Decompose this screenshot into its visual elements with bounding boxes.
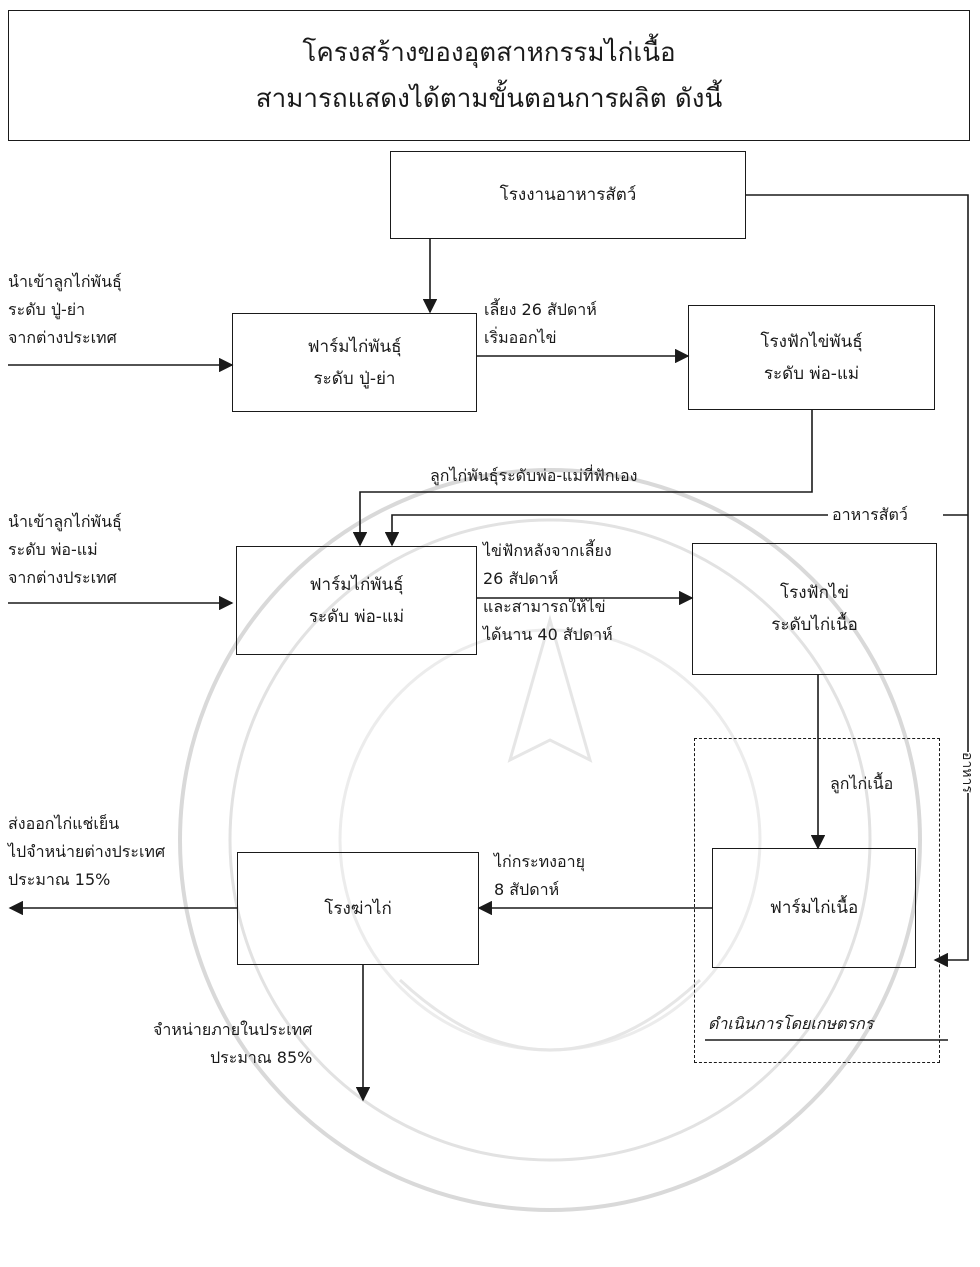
broiler-hatchery-line-1: โรงฟักไข่ [779, 583, 850, 603]
own-ps-chicks-text: ลูกไก่พันธุ์ระดับพ่อ-แม่ที่ฟักเอง [430, 466, 638, 485]
box-broiler-hatchery: โรงฟักไข่ ระดับไก่เนื้อ [692, 543, 937, 675]
label-broiler-to-slaughter: ไก่กระทงอายุ 8 สัปดาห์ [494, 848, 585, 904]
gp-farm-line-1: ฟาร์มไก่พันธุ์ [307, 336, 402, 357]
ps-to-hatch-line-1: ไข่ฟักหลังจากเลี้ยง [483, 541, 612, 560]
broiler-farm-label: ฟาร์มไก่เนื้อ [769, 898, 859, 918]
ps-farm-line-1: ฟาร์มไก่พันธุ์ [309, 574, 404, 595]
broiler-hatchery-line-2: ระดับไก่เนื้อ [771, 615, 858, 635]
farmer-operated-region [694, 738, 940, 1063]
import-ps-line-1: นำเข้าลูกไก่พันธุ์ [8, 512, 122, 531]
label-right-edge-feed: อาหาร [956, 752, 978, 793]
feed-mill-label: โรงงานอาหารสัตว์ [499, 185, 637, 205]
export-line-3: ประมาณ 15% [8, 870, 111, 889]
ps-hatchery-line-2: ระดับ พ่อ-แม่ [763, 363, 860, 384]
label-ps-to-hatchery: ไข่ฟักหลังจากเลี้ยง 26 สัปดาห์ และสามารถ… [483, 537, 613, 649]
label-broiler-chicks: ลูกไก่เนื้อ [830, 770, 893, 798]
box-ps-hatchery: โรงฟักไข่พันธุ์ ระดับ พ่อ-แม่ [688, 305, 935, 410]
diagram-title: โครงสร้างของอุตสาหกรรมไก่เนื้อ สามารถแสด… [8, 10, 970, 141]
export-line-1: ส่งออกไก่แช่เย็น [8, 814, 120, 833]
gp-farm-line-2: ระดับ ปู่-ย่า [313, 368, 396, 389]
ps-farm-line-2: ระดับ พ่อ-แม่ [308, 606, 405, 627]
arrow-own-ps-chicks [352, 410, 813, 547]
box-feed-mill: โรงงานอาหารสัตว์ [390, 151, 746, 239]
box-gp-farm: ฟาร์มไก่พันธุ์ ระดับ ปู่-ย่า [232, 313, 477, 412]
box-slaughterhouse: โรงฆ่าไก่ [237, 852, 479, 965]
label-by-farmers: ดำเนินการโดยเกษตรกร [708, 1010, 873, 1038]
import-gp-line-2: ระดับ ปู่-ย่า [8, 300, 86, 319]
label-animal-feed: อาหารสัตว์ [832, 501, 908, 529]
box-ps-farm: ฟาร์มไก่พันธุ์ ระดับ พ่อ-แม่ [236, 546, 477, 655]
import-gp-line-1: นำเข้าลูกไก่พันธุ์ [8, 272, 122, 291]
animal-feed-text: อาหารสัตว์ [832, 505, 908, 524]
domestic-line-1: จำหน่ายภายในประเทศ [153, 1020, 313, 1039]
gp-to-hatch-line-1: เลี้ยง 26 สัปดาห์ [484, 300, 597, 319]
slaughterhouse-label: โรงฆ่าไก่ [324, 898, 392, 919]
box-broiler-farm: ฟาร์มไก่เนื้อ [712, 848, 916, 968]
ps-hatchery-line-1: โรงฟักไข่พันธุ์ [760, 331, 863, 352]
broiler-to-slaughter-line-2: 8 สัปดาห์ [494, 880, 560, 899]
domestic-line-2: ประมาณ 85% [210, 1048, 313, 1067]
broiler-to-slaughter-line-1: ไก่กระทงอายุ [494, 852, 585, 871]
label-import-ps: นำเข้าลูกไก่พันธุ์ ระดับ พ่อ-แม่ จากต่าง… [8, 508, 122, 592]
label-domestic: จำหน่ายภายในประเทศ ประมาณ 85% [140, 1016, 312, 1072]
title-line-2: สามารถแสดงได้ตามขั้นตอนการผลิต ดังนี้ [255, 83, 723, 114]
label-export: ส่งออกไก่แช่เย็น ไปจำหน่ายต่างประเทศ ประ… [8, 810, 165, 894]
title-line-1: โครงสร้างของอุตสาหกรรมไก่เนื้อ [302, 37, 676, 68]
ps-to-hatch-line-3: และสามารถให้ไข่ [483, 597, 606, 616]
import-ps-line-3: จากต่างประเทศ [8, 568, 117, 587]
ps-to-hatch-line-2: 26 สัปดาห์ [483, 569, 559, 588]
arrow-feed-to-ps-farm [384, 514, 828, 547]
broiler-chicks-text: ลูกไก่เนื้อ [830, 774, 894, 793]
label-gp-to-hatchery: เลี้ยง 26 สัปดาห์ เริ่มออกไข่ [484, 296, 597, 352]
ps-to-hatch-line-4: ได้นาน 40 สัปดาห์ [483, 625, 613, 644]
import-ps-line-2: ระดับ พ่อ-แม่ [8, 540, 98, 559]
gp-to-hatch-line-2: เริ่มออกไข่ [484, 328, 557, 347]
line-feed-right-edge [746, 194, 969, 968]
label-own-ps-chicks: ลูกไก่พันธุ์ระดับพ่อ-แม่ที่ฟักเอง [430, 462, 637, 490]
label-import-gp: นำเข้าลูกไก่พันธุ์ ระดับ ปู่-ย่า จากต่าง… [8, 268, 122, 352]
right-edge-feed-text: อาหาร [959, 752, 975, 793]
export-line-2: ไปจำหน่ายต่างประเทศ [8, 842, 166, 861]
import-gp-line-3: จากต่างประเทศ [8, 328, 117, 347]
by-farmers-text: ดำเนินการโดยเกษตรกร [708, 1014, 874, 1033]
